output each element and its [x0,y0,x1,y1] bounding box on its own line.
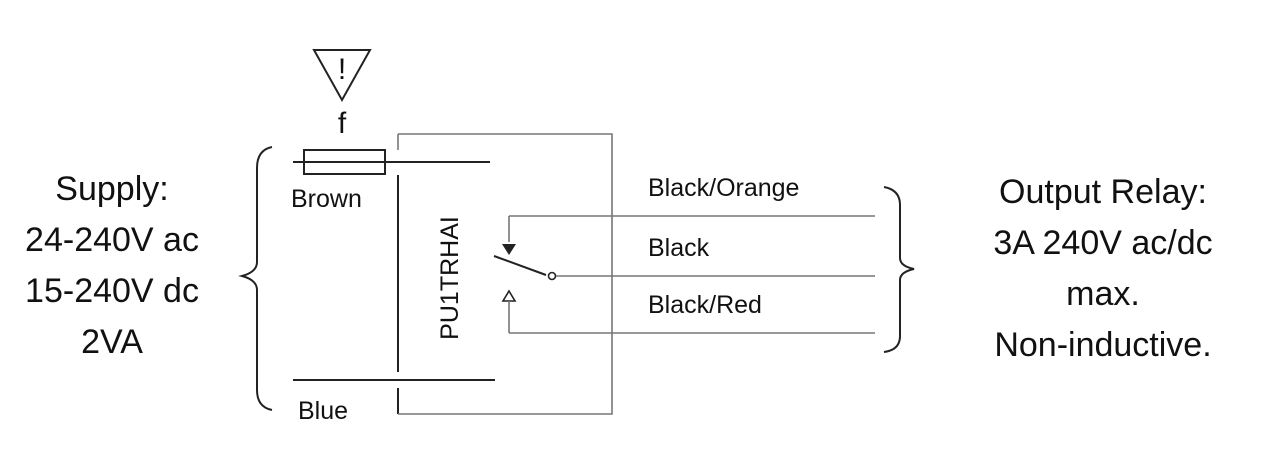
warning-triangle-icon [312,49,372,103]
black-label: Black [648,234,710,262]
supply-title: Supply: [55,170,168,208]
output-rating: 3A 240V ac/dc [993,224,1212,262]
warning-symbol: ! [338,53,346,86]
supply-ac-range: 24-240V ac [25,221,199,259]
fuse-letter: f [338,107,347,140]
brown-label: Brown [291,185,362,213]
black-red-label: Black/Red [648,291,762,319]
relay-pivot [547,271,557,281]
relay-nc-contact-icon [502,244,516,255]
supply-dc-range: 15-240V dc [25,272,199,310]
output-title: Output Relay: [999,173,1207,211]
black-orange-label: Black/Orange [648,174,799,202]
supply-power: 2VA [81,323,143,361]
output-load-type: Non-inductive. [994,326,1211,364]
relay-no-contact-icon [501,289,517,302]
supply-brace [238,146,273,411]
device-model-label: PU1TRHAI [436,216,464,340]
output-brace [883,186,915,353]
output-max: max. [1066,275,1140,313]
blue-label: Blue [298,397,348,425]
enclosure-outline [397,133,613,415]
relay-switch-blade [493,255,547,276]
